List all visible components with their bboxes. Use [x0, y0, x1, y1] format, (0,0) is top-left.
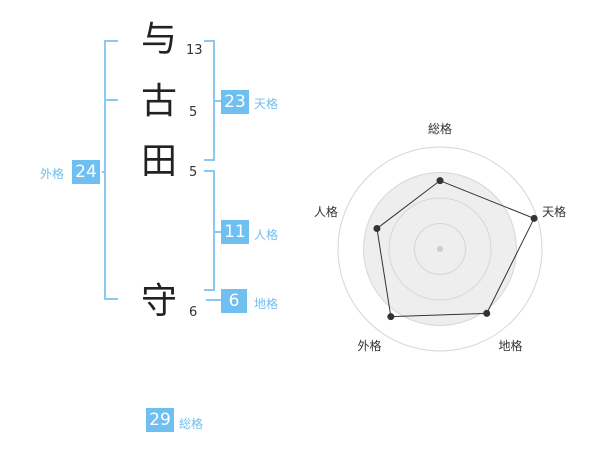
- soukaku-label: 総格: [179, 417, 204, 431]
- radar-axis-label-0: 総格: [428, 121, 452, 136]
- radar-ring-1: [414, 223, 466, 275]
- chikaku-connector: [206, 299, 221, 301]
- radar-ring-2: [388, 197, 492, 301]
- radar-point-4: [373, 225, 381, 233]
- radar-point-3: [387, 313, 395, 321]
- radar-point-1: [530, 214, 538, 222]
- stroke-count-given-1: 6: [189, 305, 198, 320]
- gaikaku-bracket-tick-1: [104, 99, 118, 101]
- radar-axis-label-3: 外格: [357, 338, 381, 353]
- radar-ring-3: [363, 172, 517, 326]
- radar-point-2: [483, 309, 491, 317]
- chikaku-badge: 6: [221, 289, 247, 313]
- radar-axis-label-2: 地格: [499, 338, 523, 353]
- stroke-count-surname-1: 13: [186, 43, 203, 58]
- radar-polygon: [376, 180, 535, 318]
- soukaku-badge: 29: [146, 408, 174, 432]
- stroke-count-surname-2: 5: [189, 105, 198, 120]
- tenkaku-connector: [213, 100, 221, 102]
- stroke-count-surname-3: 5: [189, 165, 198, 180]
- surname-char-1: 与: [140, 19, 177, 60]
- gaikaku-label: 外格: [40, 167, 65, 181]
- gaikaku-bracket: [104, 40, 118, 300]
- jinkaku-badge: 11: [221, 220, 249, 244]
- jinkaku-bracket: [204, 170, 215, 291]
- surname-char-2: 古: [140, 81, 177, 122]
- radar-axis-label-1: 天格: [542, 204, 566, 219]
- given-char-1: 守: [140, 281, 177, 322]
- chikaku-label: 地格: [254, 297, 279, 311]
- radar-center-dot: [437, 246, 443, 252]
- jinkaku-label: 人格: [254, 228, 279, 242]
- gaikaku-badge: 24: [72, 160, 100, 184]
- tenkaku-badge: 23: [221, 90, 249, 114]
- radar-ring-4: [337, 146, 543, 352]
- jinkaku-connector: [213, 231, 221, 233]
- gaikaku-connector: [102, 171, 106, 173]
- radar-points: [373, 177, 538, 321]
- surname-char-3: 田: [140, 141, 177, 182]
- radar-axis-label-4: 人格: [314, 204, 338, 219]
- radar-point-0: [436, 177, 444, 185]
- tenkaku-label: 天格: [254, 97, 279, 111]
- radar-rings: [337, 146, 543, 352]
